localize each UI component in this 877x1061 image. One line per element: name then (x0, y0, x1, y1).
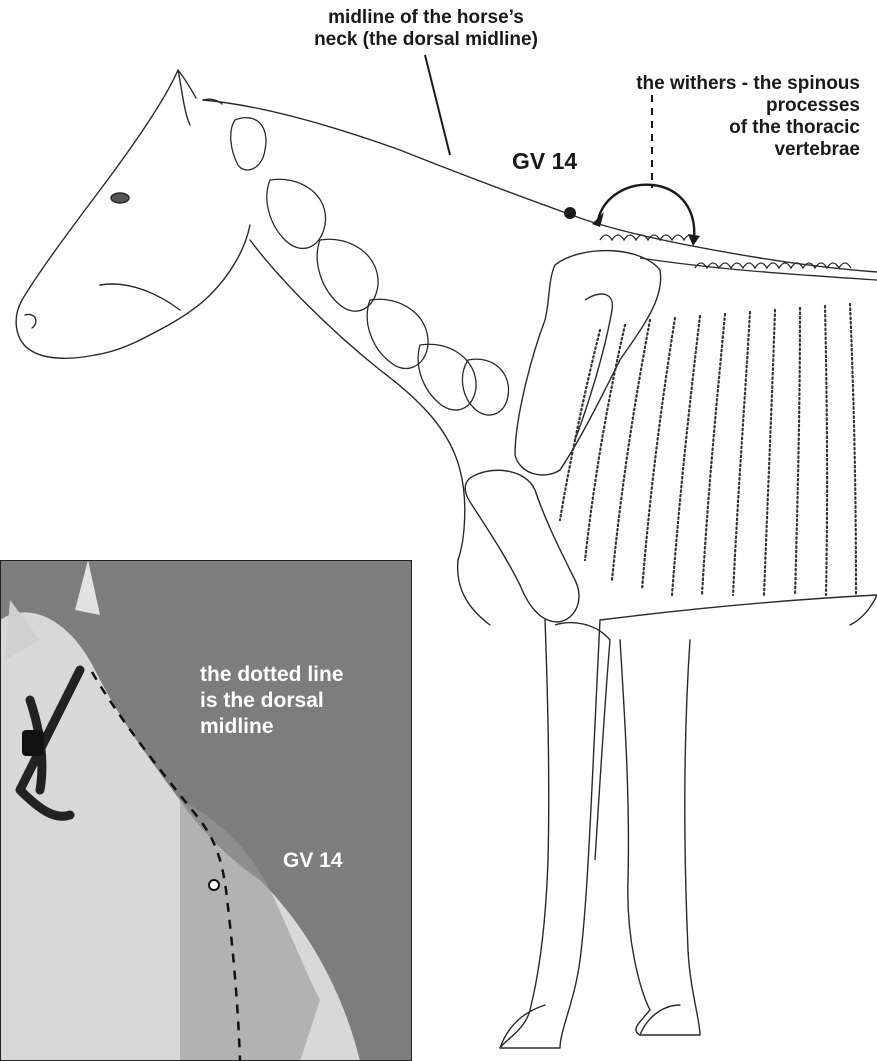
belly-outline (600, 595, 877, 620)
scapula (515, 251, 661, 475)
withers-label-line2: processes (560, 95, 860, 117)
withers-arrowhead-right (688, 234, 700, 246)
photo-midline-label: the dotted line is the dorsal midline (200, 662, 400, 740)
gv14-label-photo: GV 14 (283, 850, 343, 872)
withers-label-line3: of the thoracic (560, 117, 860, 139)
horse-photo-inset (0, 560, 412, 1061)
photo-midline-label-line2: is the dorsal (200, 688, 400, 714)
eye (111, 193, 129, 203)
ear-outline (178, 70, 196, 125)
gv14-point-photo (209, 880, 219, 890)
front-leg (500, 620, 600, 1048)
withers-label-line4: vertebrae (560, 139, 860, 161)
neck-midline-label-line2: neck (the dorsal midline) (256, 29, 596, 51)
face-outline (16, 70, 178, 358)
neck-vertebrae (231, 118, 509, 415)
withers-label-line1: the withers - the spinous (560, 73, 860, 95)
photo-midline-label-line3: midline (200, 714, 400, 740)
shoulder-bones (465, 251, 660, 860)
gv14-label-diagram: GV 14 (512, 150, 577, 172)
neck-label-leader (425, 55, 450, 155)
withers-arc (598, 185, 694, 240)
withers-label: the withers - the spinous processes of t… (560, 73, 860, 161)
humerus (465, 470, 579, 622)
rear-front-leg (620, 640, 700, 1035)
throat-outline (250, 240, 465, 560)
jaw-outline (140, 225, 250, 340)
photo-midline-label-line1: the dotted line (200, 662, 400, 688)
gv14-point-diagram (564, 207, 576, 219)
neck-midline-label-line1: midline of the horse’s (256, 7, 596, 29)
radius (555, 623, 610, 860)
neck-midline-label: midline of the horse’s neck (the dorsal … (256, 7, 596, 51)
